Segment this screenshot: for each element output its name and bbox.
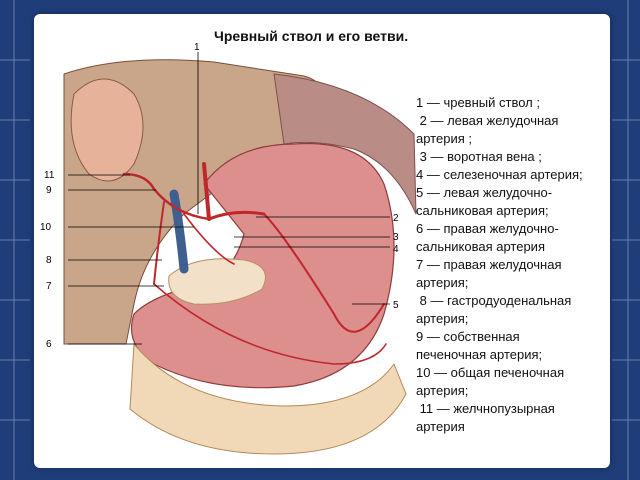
legend-item: 1 — чревный ствол ; <box>416 95 540 110</box>
callout-9: 9 <box>46 185 52 196</box>
diaphragm-shape <box>273 73 417 215</box>
legend-item: 5 — левая желудочно- сальниковая артерия… <box>416 185 553 218</box>
legend-item: 8 — гастродуоденальная артерия; <box>416 293 572 326</box>
callout-5: 5 <box>393 300 399 311</box>
arteries <box>122 162 387 365</box>
callout-1: 1 <box>194 42 200 53</box>
callout-lines <box>68 52 390 345</box>
slide: Чревный ствол и его ветви. <box>34 14 610 468</box>
anatomy-illustration: 1 2 3 4 5 6 7 8 9 10 11 <box>40 42 417 455</box>
callout-4: 4 <box>393 244 399 255</box>
gallbladder-shape <box>70 78 144 182</box>
legend-item: 11 — желчнопузырная артерия <box>416 401 555 434</box>
legend-list: 1 — чревный ствол ; 2 — левая желудочная… <box>416 94 606 436</box>
legend-item: 10 — общая печеночная артерия; <box>416 365 565 398</box>
legend-item: 6 — правая желудочно- сальниковая артери… <box>416 221 559 254</box>
callout-2: 2 <box>393 213 399 224</box>
callout-10: 10 <box>40 222 52 233</box>
callout-6: 6 <box>46 339 52 350</box>
legend-item: 4 — селезеночная артерия; <box>416 167 583 182</box>
legend-item: 2 — левая желудочная артерия ; <box>416 113 559 146</box>
legend-item: 9 — собственная печеночная артерия; <box>416 329 543 362</box>
stomach-shape <box>130 142 395 389</box>
pancreas-shape <box>168 258 266 305</box>
callout-8: 8 <box>46 255 52 266</box>
portal-vein <box>169 189 189 274</box>
callout-7: 7 <box>46 281 52 292</box>
slide-title: Чревный ствол и его ветви. <box>214 28 409 44</box>
legend-item: 3 — воротная вена ; <box>416 149 542 164</box>
legend-item: 7 — правая желудочная артерия; <box>416 257 562 290</box>
callout-11: 11 <box>44 170 55 181</box>
callout-3: 3 <box>393 232 399 243</box>
omentum-shape <box>129 342 407 455</box>
